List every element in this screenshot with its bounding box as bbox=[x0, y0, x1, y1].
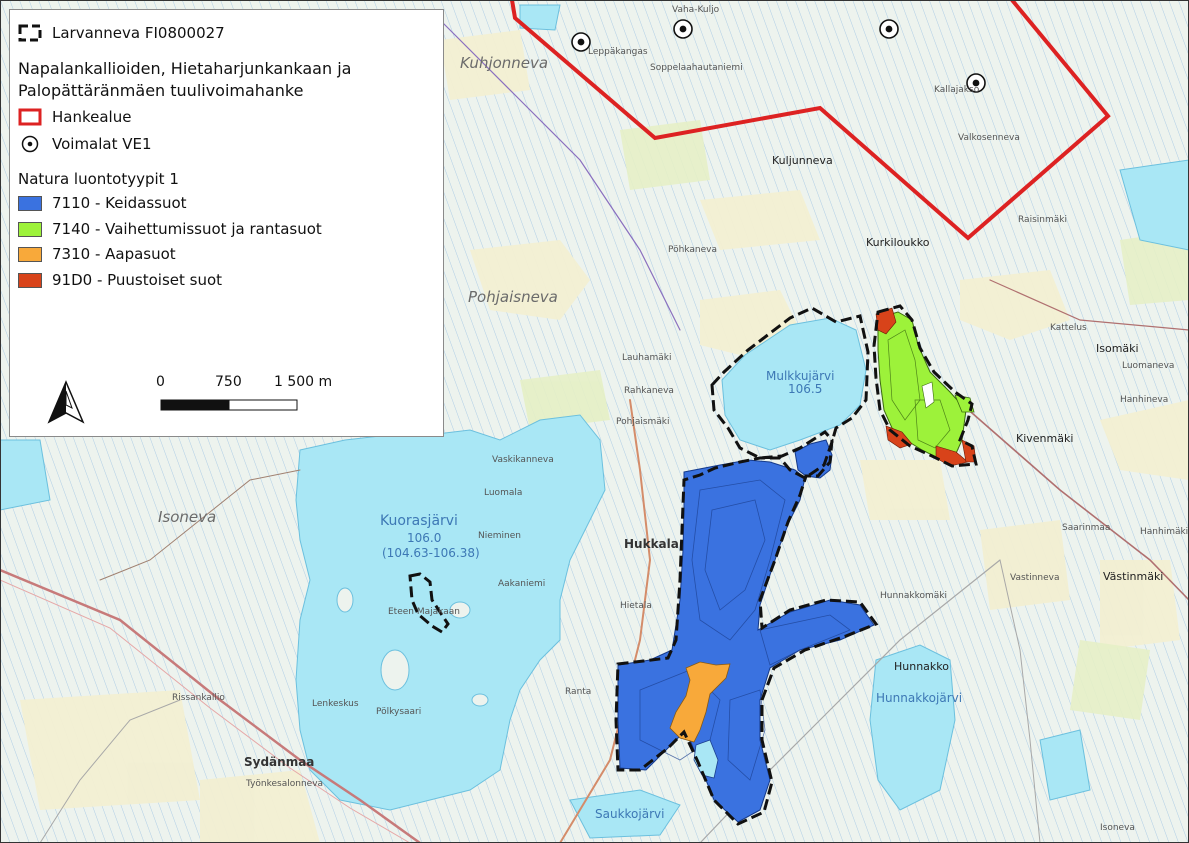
place-label-eteen-majakaan: Eteen Majakaan bbox=[388, 607, 460, 617]
place-label-ranta: Ranta bbox=[565, 687, 591, 697]
turbine-icon[interactable] bbox=[966, 73, 986, 93]
place-label-kuhjonneva: Kuhjonneva bbox=[460, 54, 548, 72]
place-label-rahkaneva: Rahkaneva bbox=[624, 386, 674, 396]
legend-habitat-group-title: Natura luontotyypit 1 bbox=[18, 170, 179, 188]
place-label-luomala: Luomala bbox=[484, 488, 522, 498]
legend-label-study-area: Larvanneva FI0800027 bbox=[52, 24, 225, 42]
legend-row-habitat-7310: 7310 - Aapasuot bbox=[18, 245, 176, 263]
project-area-swatch-icon bbox=[18, 108, 42, 126]
turbine-icon[interactable] bbox=[879, 19, 899, 39]
legend-row-project-area: Hankealue bbox=[18, 108, 131, 126]
lake-label-kuorasjarvi: Kuorasjärvi bbox=[380, 513, 458, 529]
place-label-kurkiloukko: Kurkiloukko bbox=[866, 236, 930, 249]
turbine-icon[interactable] bbox=[571, 32, 591, 52]
place-label-hunnakkomaki: Hunnakkomäki bbox=[880, 591, 947, 601]
habitat-swatch-7310 bbox=[18, 246, 42, 262]
scale-label-max: 1 500 m bbox=[274, 374, 333, 390]
place-label-lauhamaki: Lauhamäki bbox=[622, 353, 671, 363]
legend-label-habitat-7110: 7110 - Keidassuot bbox=[52, 194, 187, 212]
scale-label-mid: 750 bbox=[215, 374, 242, 390]
scale-label-zero: 0 bbox=[156, 374, 165, 390]
mulkkujarvi-lake bbox=[721, 317, 867, 451]
legend-row-turbines: Voimalat VE1 bbox=[18, 135, 152, 153]
place-label-saarinmaa: Saarinmaa bbox=[1062, 523, 1110, 533]
field-areas bbox=[20, 30, 1189, 843]
legend-project-title-line2: Palopättäränmäen tuulivoimahanke bbox=[18, 81, 304, 100]
place-label-vaskikanneva: Vaskikanneva bbox=[492, 455, 554, 465]
place-label-soppelaahautaniemi: Soppelaahautaniemi bbox=[650, 63, 743, 73]
place-label-kattelus: Kattelus bbox=[1050, 323, 1087, 333]
place-label-lenkeskus: Lenkeskus bbox=[312, 699, 359, 709]
lake-label-saukkojarvi: Saukkojärvi bbox=[595, 807, 664, 821]
lake-level-mulkkujarvi: 106.5 bbox=[788, 382, 822, 396]
islands bbox=[336, 587, 489, 707]
legend-label-project-area: Hankealue bbox=[52, 108, 132, 126]
kuorasjarvi-inner-pond bbox=[921, 381, 935, 409]
place-label-raisinmaki: Raisinmäki bbox=[1018, 215, 1067, 225]
place-label-nieminen: Nieminen bbox=[478, 531, 521, 541]
natura-habitat-7310[interactable] bbox=[669, 661, 731, 743]
place-label-hanhineva: Hanhineva bbox=[1120, 395, 1168, 405]
habitat-swatch-91D0 bbox=[18, 272, 42, 288]
legend-row-study-area: Larvanneva FI0800027 bbox=[18, 24, 225, 42]
place-label-aakaniemi: Aakaniemi bbox=[498, 579, 545, 589]
legend-row-habitat-7110: 7110 - Keidassuot bbox=[18, 194, 187, 212]
place-label-vastinneva: Vastinneva bbox=[1010, 573, 1059, 583]
lake-range-kuorasjarvi: (104.63-106.38) bbox=[382, 546, 480, 560]
saukkojarvi-lake bbox=[569, 789, 681, 839]
habitat-inner-pond bbox=[693, 739, 719, 779]
project-area-boundary[interactable] bbox=[510, 0, 1111, 241]
place-label-pohjaismaki: Pohjaismäki bbox=[616, 417, 670, 427]
natura-habitat-7140-contours bbox=[887, 329, 951, 449]
place-label-isoneva: Isoneva bbox=[158, 508, 216, 526]
place-label-hietala: Hietala bbox=[620, 601, 652, 611]
turbine-markers[interactable] bbox=[571, 19, 986, 93]
legend-row-habitat-7140: 7140 - Vaihettumissuot ja rantasuot bbox=[18, 220, 322, 238]
turbine-icon bbox=[21, 135, 39, 153]
legend-label-habitat-7310: 7310 - Aapasuot bbox=[52, 245, 176, 263]
legend-label-habitat-91D0: 91D0 - Puustoiset suot bbox=[52, 271, 223, 289]
place-label-sydanmaa: Sydänmaa bbox=[244, 755, 314, 769]
place-label-hanhimaki: Hanhimäki bbox=[1140, 527, 1188, 537]
place-label-isoneva-2: Isoneva bbox=[1100, 823, 1135, 833]
habitat-swatch-7110 bbox=[18, 195, 42, 211]
scale-bar-graphic bbox=[160, 399, 298, 411]
place-label-kivenmaki: Kivenmäki bbox=[1016, 432, 1073, 445]
hunnakkojarvi-lake bbox=[869, 644, 956, 811]
lake-label-mulkkujarvi: Mulkkujärvi bbox=[766, 369, 834, 383]
place-label-isomaki: Isomäki bbox=[1096, 342, 1139, 355]
place-label-kallajakso: Kallajakso bbox=[934, 85, 980, 95]
place-label-luomaneva: Luomaneva bbox=[1122, 361, 1174, 371]
place-label-pohkaneva: Pöhkaneva bbox=[668, 245, 717, 255]
place-label-hunnakko: Hunnakko bbox=[894, 660, 949, 673]
place-label-polkysaari: Pölkysaari bbox=[376, 707, 421, 717]
north-arrow-icon bbox=[47, 380, 85, 424]
lake-level-kuorasjarvi: 106.0 bbox=[407, 531, 441, 545]
place-label-pohjaisneva: Pohjaisneva bbox=[468, 288, 558, 306]
legend-project-title-line1: Napalankallioiden, Hietaharjunkankaan ja bbox=[18, 59, 352, 78]
place-label-hukkala: Hukkala bbox=[624, 537, 679, 551]
natura-site-boundary[interactable] bbox=[408, 304, 978, 826]
legend-row-habitat-91D0: 91D0 - Puustoiset suot bbox=[18, 271, 222, 289]
place-label-leppakangas: Leppäkangas bbox=[588, 47, 648, 57]
legend-panel: Larvanneva FI0800027 Napalankallioiden, … bbox=[9, 9, 444, 437]
place-label-valkosenneva: Valkosenneva bbox=[958, 133, 1020, 143]
habitat-swatch-7140 bbox=[18, 221, 42, 237]
lake-label-hunnakkojarvi: Hunnakkojärvi bbox=[876, 691, 962, 705]
map-labels: Kuorasjärvi 106.0 (104.63-106.38) Mulkku… bbox=[158, 5, 1188, 833]
place-label-kuljunneva: Kuljunneva bbox=[772, 154, 833, 167]
legend-label-habitat-7140: 7140 - Vaihettumissuot ja rantasuot bbox=[52, 220, 322, 238]
turbine-icon[interactable] bbox=[673, 19, 693, 39]
legend-label-turbines: Voimalat VE1 bbox=[52, 135, 152, 153]
dashed-boundary-icon bbox=[18, 24, 42, 42]
place-label-vaha-kuljo: Vaha-Kuljo bbox=[672, 5, 720, 15]
place-label-vastinmaki: Västinmäki bbox=[1103, 570, 1163, 583]
place-label-tyonkesalonneva: Työnkesalonneva bbox=[245, 779, 323, 789]
place-label-rissankallio: Rissankallio bbox=[172, 693, 225, 703]
